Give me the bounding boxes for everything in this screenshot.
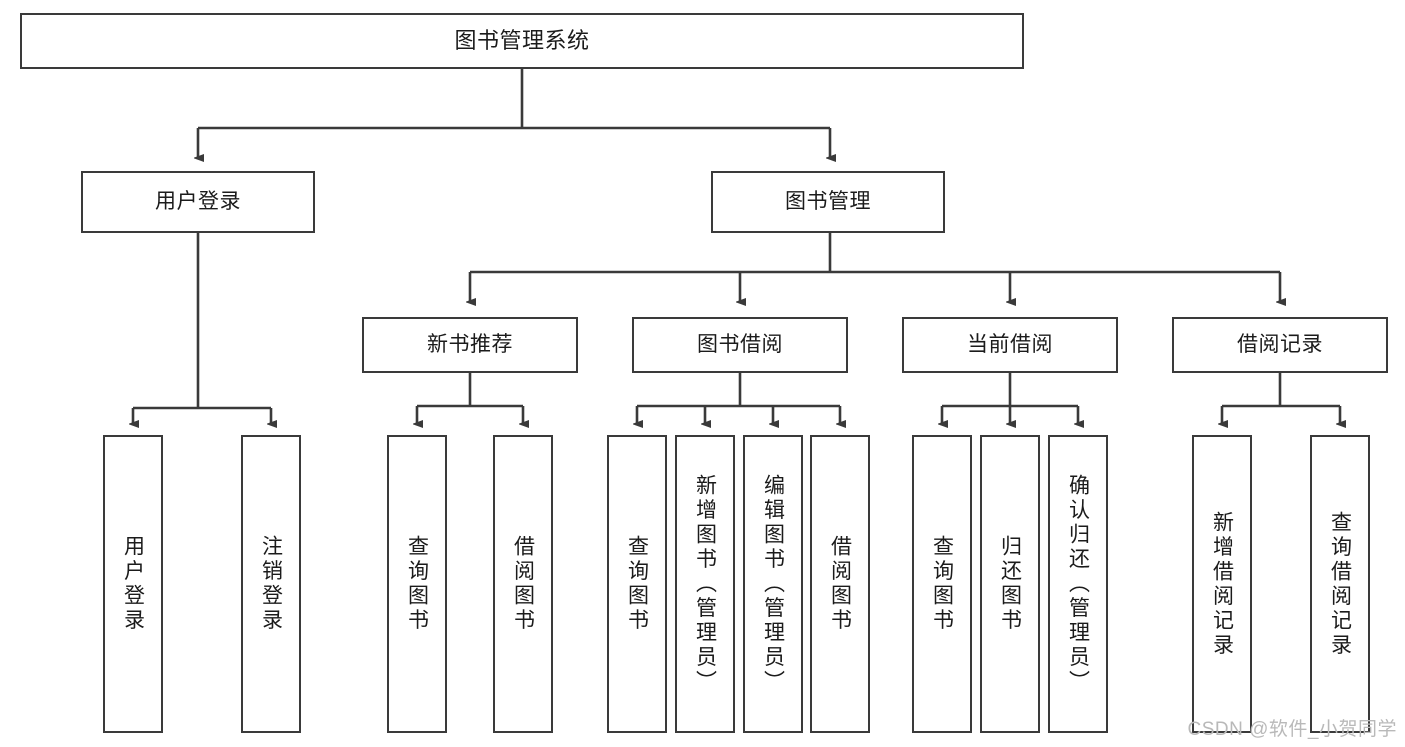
leaf-current-return-book[interactable]: 归还图书 [980, 435, 1040, 733]
leaf-user-login-login[interactable]: 用户登录 [103, 435, 163, 733]
leaf-label: 查询图书 [930, 535, 954, 633]
node-new-book-recommend[interactable]: 新书推荐 [362, 317, 578, 373]
leaf-label: 查询图书 [405, 535, 429, 633]
csdn-watermark: CSDN @软件_小贺同学 [1187, 719, 1397, 740]
leaf-borrow-edit-book-admin[interactable]: 编辑图书（管理员） [743, 435, 803, 733]
leaf-label: 新增图书（管理员） [693, 473, 717, 695]
leaf-label: 确认归还（管理员） [1066, 473, 1090, 695]
leaf-label: 借阅图书 [828, 535, 852, 633]
node-label: 借阅记录 [1237, 332, 1323, 356]
node-label: 用户登录 [155, 189, 241, 213]
node-borrow-record[interactable]: 借阅记录 [1172, 317, 1388, 373]
leaf-record-add-record[interactable]: 新增借阅记录 [1192, 435, 1252, 733]
node-label: 新书推荐 [427, 332, 513, 356]
leaf-label: 新增借阅记录 [1210, 510, 1234, 658]
leaf-label: 借阅图书 [511, 535, 535, 633]
node-user-login[interactable]: 用户登录 [81, 171, 315, 233]
node-label: 图书管理 [785, 189, 871, 213]
leaf-label: 查询图书 [625, 535, 649, 633]
node-book-borrow[interactable]: 图书借阅 [632, 317, 848, 373]
node-label: 图书管理系统 [454, 28, 590, 54]
leaf-label: 注销登录 [259, 535, 283, 633]
node-label: 当前借阅 [967, 332, 1053, 356]
node-current-borrow[interactable]: 当前借阅 [902, 317, 1118, 373]
leaf-label: 编辑图书（管理员） [761, 473, 785, 695]
node-book-management-system[interactable]: 图书管理系统 [20, 13, 1024, 69]
leaf-label: 查询借阅记录 [1328, 510, 1352, 658]
leaf-borrow-add-book-admin[interactable]: 新增图书（管理员） [675, 435, 735, 733]
leaf-current-confirm-return-admin[interactable]: 确认归还（管理员） [1048, 435, 1108, 733]
leaf-borrow-borrow-book[interactable]: 借阅图书 [810, 435, 870, 733]
leaf-borrow-query-book[interactable]: 查询图书 [607, 435, 667, 733]
leaf-user-login-logout[interactable]: 注销登录 [241, 435, 301, 733]
leaf-record-query-record[interactable]: 查询借阅记录 [1310, 435, 1370, 733]
leaf-current-query-book[interactable]: 查询图书 [912, 435, 972, 733]
node-book-management[interactable]: 图书管理 [711, 171, 945, 233]
leaf-label: 归还图书 [998, 535, 1022, 633]
leaf-new-book-borrow[interactable]: 借阅图书 [493, 435, 553, 733]
node-label: 图书借阅 [697, 332, 783, 356]
leaf-new-book-query[interactable]: 查询图书 [387, 435, 447, 733]
leaf-label: 用户登录 [121, 535, 145, 633]
